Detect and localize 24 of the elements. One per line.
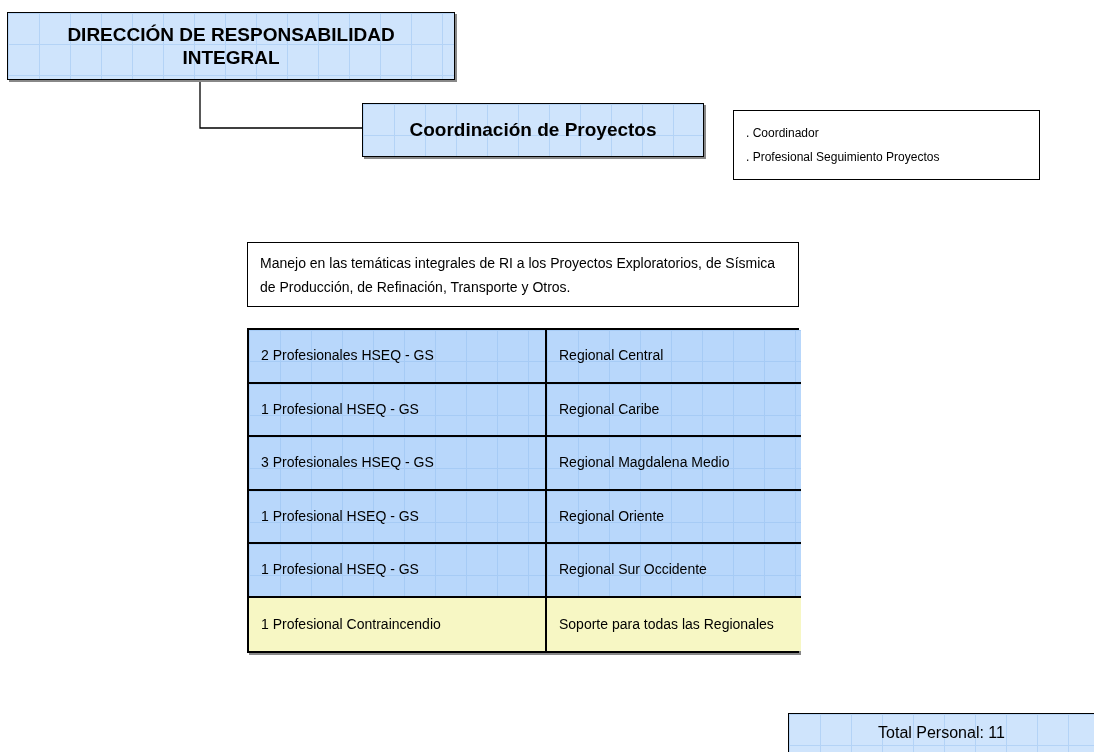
table-cell: 2 Profesionales HSEQ - GS — [249, 330, 547, 384]
table-cell: 1 Profesional HSEQ - GS — [249, 383, 547, 437]
table-cell: Regional Caribe — [547, 383, 801, 437]
node-text: Total Personal: 11 — [878, 723, 1005, 743]
connector-line — [199, 79, 363, 129]
org-box — [362, 103, 704, 157]
total-box — [788, 713, 1094, 752]
table-cell: Regional Magdalena Medio — [547, 437, 801, 491]
table-cell: 1 Profesional HSEQ - GS — [249, 490, 547, 544]
table-cell: 3 Profesionales HSEQ - GS — [249, 437, 547, 491]
node-text: DIRECCIÓN DE RESPONSABILIDAD INTEGRAL — [66, 23, 396, 69]
org-box — [7, 12, 455, 80]
table-cell: Regional Oriente — [547, 490, 801, 544]
node-text: Manejo en las temáticas integrales de RI a los Proyectos Exploratorios, de Sísmica de Producción, de Refinación, Transporte y Otros. — [260, 253, 777, 297]
table-cell: Regional Sur Occidente — [547, 544, 801, 598]
note-box — [733, 110, 1040, 180]
table-cell: Soporte para todas las Regionales — [547, 597, 801, 651]
node-text: . Coordinador — [746, 125, 820, 142]
table-cell: Regional Central — [547, 330, 801, 384]
table-cell: 1 Profesional HSEQ - GS — [249, 544, 547, 598]
node-text: Coordinación de Proyectos — [409, 117, 657, 142]
table-cell: 1 Profesional Contraincendio — [249, 597, 547, 651]
description-box — [247, 242, 799, 307]
node-text: . Profesional Seguimiento Proyectos — [746, 149, 941, 166]
